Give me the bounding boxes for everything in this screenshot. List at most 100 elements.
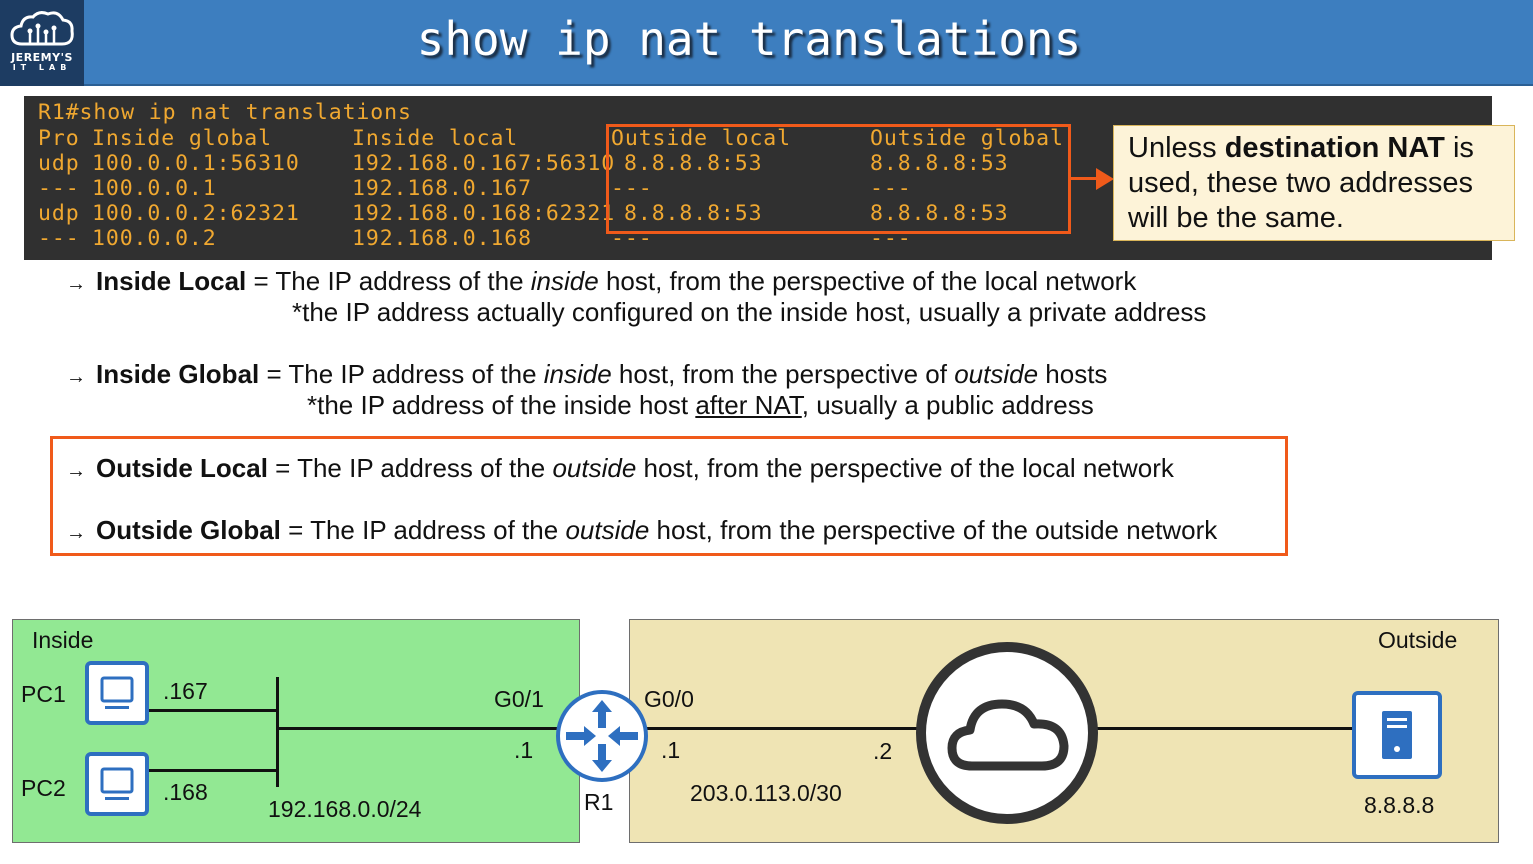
- table-row-2-inside-global: 100.0.0.1: [92, 176, 217, 201]
- table-row-1-outside-global: 8.8.8.8:53: [870, 151, 1009, 176]
- table-row-1-pro: udp: [38, 151, 80, 176]
- table-row-3-outside-global: 8.8.8.8:53: [870, 201, 1009, 226]
- term-outside-local: Outside Local: [96, 453, 268, 483]
- definition-inside-local: → Inside Local = The IP address of the in…: [66, 266, 1136, 297]
- outside-label: Outside: [1378, 627, 1458, 653]
- def-text: = The IP address of the: [267, 453, 553, 483]
- table-row-1-outside-local: 8.8.8.8:53: [624, 151, 763, 176]
- outside-definitions-highlight: [50, 436, 1288, 556]
- def-text: host, from the perspective of: [611, 359, 955, 389]
- note-underline: after NAT: [695, 390, 802, 420]
- isp-ip-label: .2: [873, 738, 893, 764]
- table-row-1-inside-global: 100.0.0.1:56310: [92, 151, 300, 176]
- pc2-link: [149, 769, 277, 772]
- router-r1-icon[interactable]: [556, 690, 648, 782]
- isp-to-server-link: [1097, 727, 1353, 730]
- router-label: R1: [584, 789, 614, 815]
- table-row-3-inside-global: 100.0.0.2:62321: [92, 201, 300, 226]
- table-row-3-inside-local: 192.168.0.168:62321: [352, 201, 616, 226]
- callout-arrow-head: [1096, 168, 1114, 190]
- table-row-2-outside-local: ---: [611, 176, 653, 201]
- lan-to-router-link: [276, 727, 558, 730]
- def-text: host, from the perspective of the outsid…: [649, 515, 1218, 545]
- bullet-arrow-icon: →: [66, 366, 86, 388]
- inside-local-note: *the IP address actually configured on t…: [292, 297, 1207, 327]
- note-text: *the IP address of the inside host: [307, 390, 696, 420]
- bullet-arrow-icon: →: [66, 273, 86, 295]
- router-outside-ip-label: .1: [661, 737, 681, 763]
- g01-interface-label: G0/1: [494, 686, 544, 712]
- pc2-label: PC2: [21, 775, 66, 801]
- table-row-2-inside-local: 192.168.0.167: [352, 176, 532, 201]
- col-header-outside-global: Outside global: [870, 126, 1064, 151]
- jeremys-it-lab-logo: JEREMY'S IT LAB: [0, 0, 84, 86]
- g00-interface-label: G0/0: [644, 686, 694, 712]
- table-row-4-outside-local: ---: [611, 226, 653, 251]
- def-text: = The IP address of the: [280, 515, 566, 545]
- server-tower-icon: [1382, 711, 1412, 759]
- def-text: = The IP address of the: [259, 359, 544, 389]
- router-inside-ip-label: .1: [514, 737, 534, 763]
- table-row-4-inside-local: 192.168.0.168: [352, 226, 532, 251]
- definition-outside-global: →Outside Global = The IP address of the …: [66, 515, 1217, 546]
- def-emphasis: inside: [543, 359, 612, 389]
- cloud-circuit-icon: [10, 11, 74, 46]
- terminal-command: R1#show ip nat translations: [38, 100, 412, 125]
- def-text: hosts: [1038, 359, 1108, 389]
- callout-pre: Unless: [1128, 132, 1225, 164]
- col-header-inside-global: Inside global: [92, 126, 272, 151]
- def-emphasis: inside: [530, 266, 599, 296]
- inside-label: Inside: [32, 627, 94, 653]
- bullet-arrow-icon: →: [66, 460, 86, 482]
- table-row-3-outside-local: 8.8.8.8:53: [624, 201, 763, 226]
- router-to-isp-link: [646, 727, 918, 730]
- internet-cloud-icon[interactable]: [916, 642, 1098, 824]
- pc1-ip-label: .167: [163, 678, 208, 704]
- pc1-link: [149, 709, 277, 712]
- table-row-4-inside-global: 100.0.0.2: [92, 226, 217, 251]
- term-outside-global: Outside Global: [96, 515, 281, 545]
- term-inside-global: Inside Global: [96, 359, 260, 389]
- outside-columns-highlight: [606, 124, 1071, 234]
- table-row-4-outside-global: ---: [870, 226, 912, 251]
- table-row-1-inside-local: 192.168.0.167:56310: [352, 151, 616, 176]
- destination-nat-callout: Unless destination NAT is used, these tw…: [1113, 125, 1515, 241]
- def-emphasis: outside: [565, 515, 650, 545]
- definition-inside-global: → Inside Global = The IP address of the i…: [66, 359, 1107, 390]
- router-arrows-icon: [566, 700, 638, 772]
- callout-arrow-line: [1071, 177, 1099, 180]
- table-row-3-pro: udp: [38, 201, 80, 226]
- monitor-icon: [100, 767, 134, 800]
- pc2-icon[interactable]: [85, 752, 149, 816]
- pc1-label: PC1: [21, 681, 66, 707]
- cloud-icon: [947, 699, 1069, 771]
- table-row-2-pro: ---: [38, 176, 80, 201]
- pc2-ip-label: .168: [163, 779, 208, 805]
- table-row-4-pro: ---: [38, 226, 80, 251]
- header-bar: JEREMY'S IT LAB show ip nat translations: [0, 0, 1533, 86]
- callout-post: is used, these two addresses will be the…: [1128, 132, 1474, 234]
- col-header-inside-local: Inside local: [352, 126, 519, 151]
- callout-bold: destination NAT: [1224, 132, 1445, 164]
- definition-outside-local: → Outside Local = The IP address of the o…: [66, 453, 1174, 484]
- logo-line2: IT LAB: [12, 63, 72, 72]
- term-inside-local: Inside Local: [96, 266, 247, 296]
- logo-line1: JEREMY'S: [11, 51, 73, 64]
- note-text: , usually a public address: [801, 390, 1094, 420]
- inside-global-note: *the IP address of the inside host after…: [307, 390, 1094, 421]
- table-row-2-outside-global: ---: [870, 176, 912, 201]
- outside-subnet-label: 203.0.113.0/30: [690, 780, 842, 806]
- def-text: host, from the perspective of the local …: [636, 453, 1174, 483]
- def-text: = The IP address of the: [246, 266, 531, 296]
- inside-lan-segment: [276, 677, 279, 787]
- server-ip-label: 8.8.8.8: [1364, 792, 1435, 818]
- def-emphasis: outside: [954, 359, 1039, 389]
- col-header-outside-local: Outside local: [611, 126, 791, 151]
- dns-server-icon[interactable]: [1352, 691, 1442, 779]
- def-text: host, from the perspective of the local …: [598, 266, 1137, 296]
- bullet-arrow-icon: →: [66, 522, 86, 544]
- def-emphasis: outside: [552, 453, 637, 483]
- slide-title: show ip nat translations: [416, 12, 1082, 66]
- monitor-icon: [100, 676, 134, 709]
- pc1-icon[interactable]: [85, 661, 149, 725]
